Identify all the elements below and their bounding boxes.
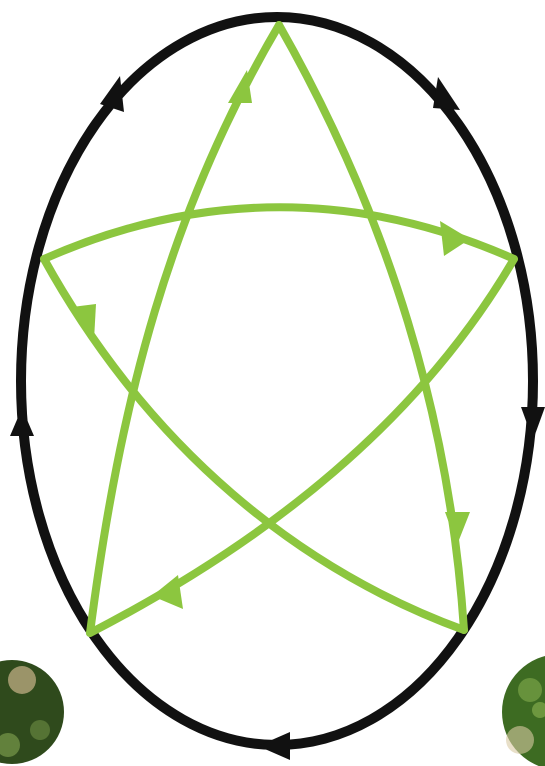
outer-arrow-upper-right [433, 77, 460, 110]
pentagram-arrow-downward-left [72, 304, 96, 340]
outer-arrow-left [10, 408, 34, 436]
pentagram-arrow-downward-right [445, 512, 470, 545]
pentagram-stroke-bottom-left-to-top [90, 25, 279, 633]
outer-arrow-bottom [258, 732, 290, 760]
outer-cycle-ellipse [21, 17, 533, 745]
pentagram-stroke-top-to-bottom-right [279, 25, 464, 630]
pentagram-arrow-rightward [440, 221, 470, 256]
pentagram-stroke-bottom-right-to-left [44, 259, 464, 630]
left-photo-thumbnail [0, 660, 64, 764]
right-photo-thumbnail [502, 654, 545, 766]
outer-arrow-right [521, 407, 545, 440]
